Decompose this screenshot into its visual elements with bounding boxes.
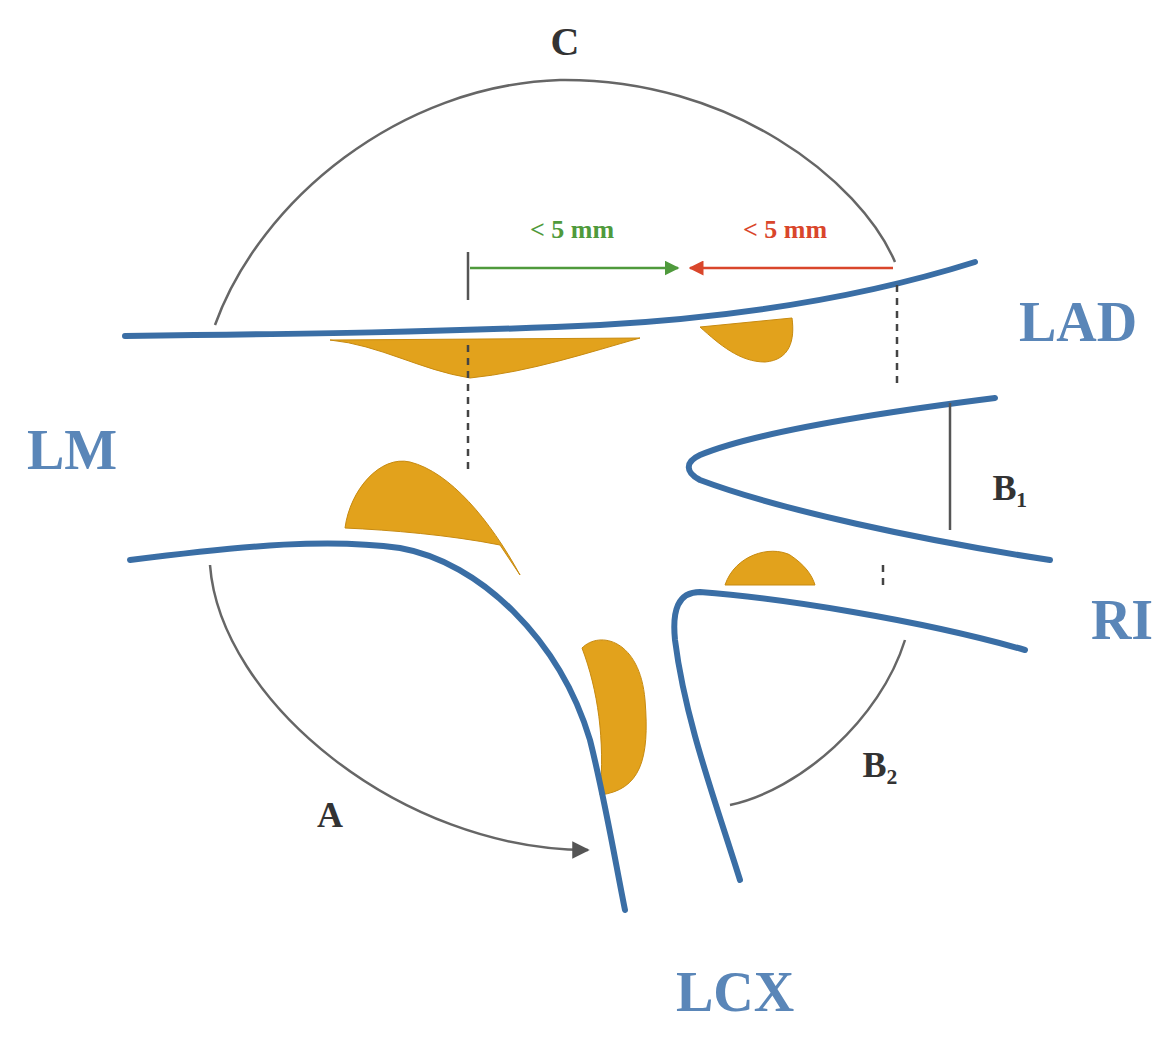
- measure-line: [468, 252, 950, 590]
- angle-label: A: [317, 797, 343, 833]
- angle-label: C: [551, 22, 580, 62]
- angle-label: B₁: [993, 470, 1028, 506]
- vessel-wall: [125, 262, 1050, 910]
- vessel-label: RI: [1091, 592, 1153, 648]
- plaque: [330, 318, 815, 795]
- vessel-label: LAD: [1019, 294, 1137, 350]
- angle-arc: [210, 80, 905, 850]
- dimension-label: < 5 mm: [743, 217, 827, 243]
- vessel-label: LM: [27, 422, 117, 478]
- dimension-label: < 5 mm: [530, 217, 614, 243]
- vessel-label: LCX: [676, 964, 794, 1020]
- angle-label: B₂: [863, 747, 898, 783]
